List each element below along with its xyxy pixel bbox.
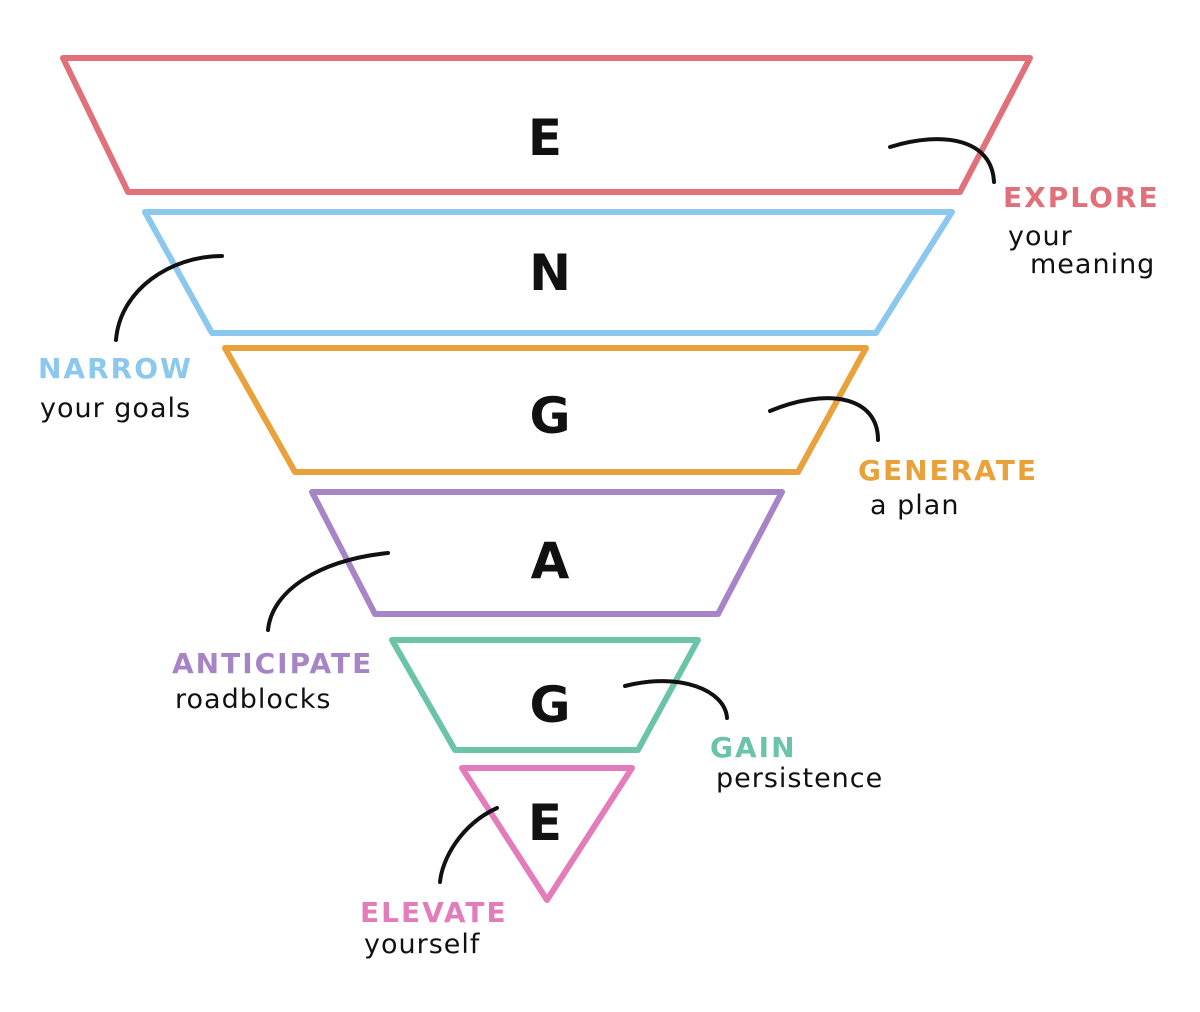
label-narrow-line1: your goals — [40, 393, 191, 424]
funnel-letter-e-top: E — [528, 109, 562, 167]
label-anticipate-title: ANTICIPATE — [172, 647, 373, 680]
funnel-segment-generate — [222, 345, 869, 475]
label-elevate-title: ELEVATE — [360, 896, 508, 929]
funnel-segment-elevate — [459, 765, 635, 903]
connector-generate — [768, 396, 880, 442]
label-gain-title: GAIN — [710, 731, 797, 764]
funnel-letter-a: A — [531, 532, 570, 590]
connector-narrow — [114, 254, 224, 342]
label-explore-line1: your — [1008, 221, 1073, 252]
connector-explore — [888, 137, 996, 184]
funnel-segment-explore — [60, 55, 1033, 195]
funnel-letter-g-first: G — [529, 387, 570, 445]
label-generate-line1: a plan — [870, 490, 959, 521]
label-generate-title: GENERATE — [858, 454, 1038, 487]
label-explore-title: EXPLORE — [1003, 181, 1160, 214]
funnel-segment-gain — [389, 637, 701, 753]
label-narrow-title: NARROW — [38, 352, 193, 385]
label-anticipate-line1: roadblocks — [175, 684, 331, 715]
connector-gain — [623, 679, 729, 720]
connector-anticipate — [266, 551, 390, 632]
label-elevate-line1: yourself — [364, 929, 481, 960]
funnel-segment-anticipate — [309, 489, 785, 617]
funnel-segment-narrow — [142, 209, 955, 336]
funnel-letter-g-second: G — [529, 676, 570, 734]
label-explore-line2: meaning — [1030, 249, 1155, 280]
connector-elevate — [438, 806, 499, 884]
label-gain-line1: persistence — [716, 763, 883, 794]
funnel-letter-e-bottom: E — [528, 794, 562, 852]
funnel-letter-n: N — [529, 244, 571, 302]
